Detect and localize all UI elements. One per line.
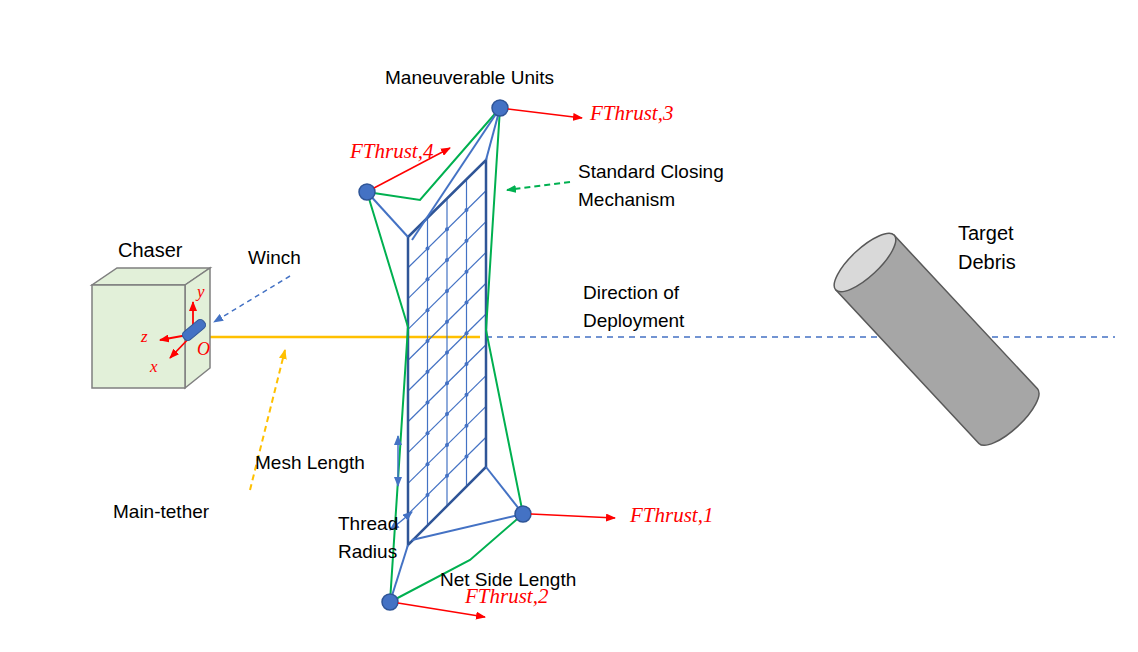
main-tether	[204, 336, 480, 339]
symbol-label: x	[150, 355, 158, 380]
leader-line	[507, 182, 570, 190]
symbol-label: FThrust,3	[590, 98, 673, 128]
symbol-label: FThrust,4	[350, 136, 433, 166]
callout-label: Direction of Deployment	[583, 279, 733, 334]
node-label: Target Debris	[958, 219, 1038, 277]
symbol-label: z	[141, 325, 148, 350]
callout-label: Winch	[248, 244, 301, 272]
net-border	[408, 160, 486, 545]
debris-cylinder: Target Debris	[820, 215, 1045, 455]
callout-label: Maneuverable Units	[385, 64, 554, 92]
thrust-arrow	[374, 109, 615, 617]
symbol-label: y	[197, 280, 205, 305]
net-mesh	[408, 179, 486, 525]
callout-label: Mesh Length	[255, 449, 365, 477]
symbol-label: O	[197, 336, 210, 362]
deployment-axis	[486, 336, 1115, 338]
callout-label: Main-tether	[113, 498, 209, 526]
node-label: Chaser	[118, 236, 182, 265]
symbol-label: FThrust,1	[630, 500, 713, 530]
callout-label: Thread Radius	[338, 510, 402, 565]
leader-line	[214, 276, 290, 322]
callout-label: Standard Closing Mechanism	[578, 158, 758, 213]
symbol-label: FThrust,2	[465, 581, 548, 611]
